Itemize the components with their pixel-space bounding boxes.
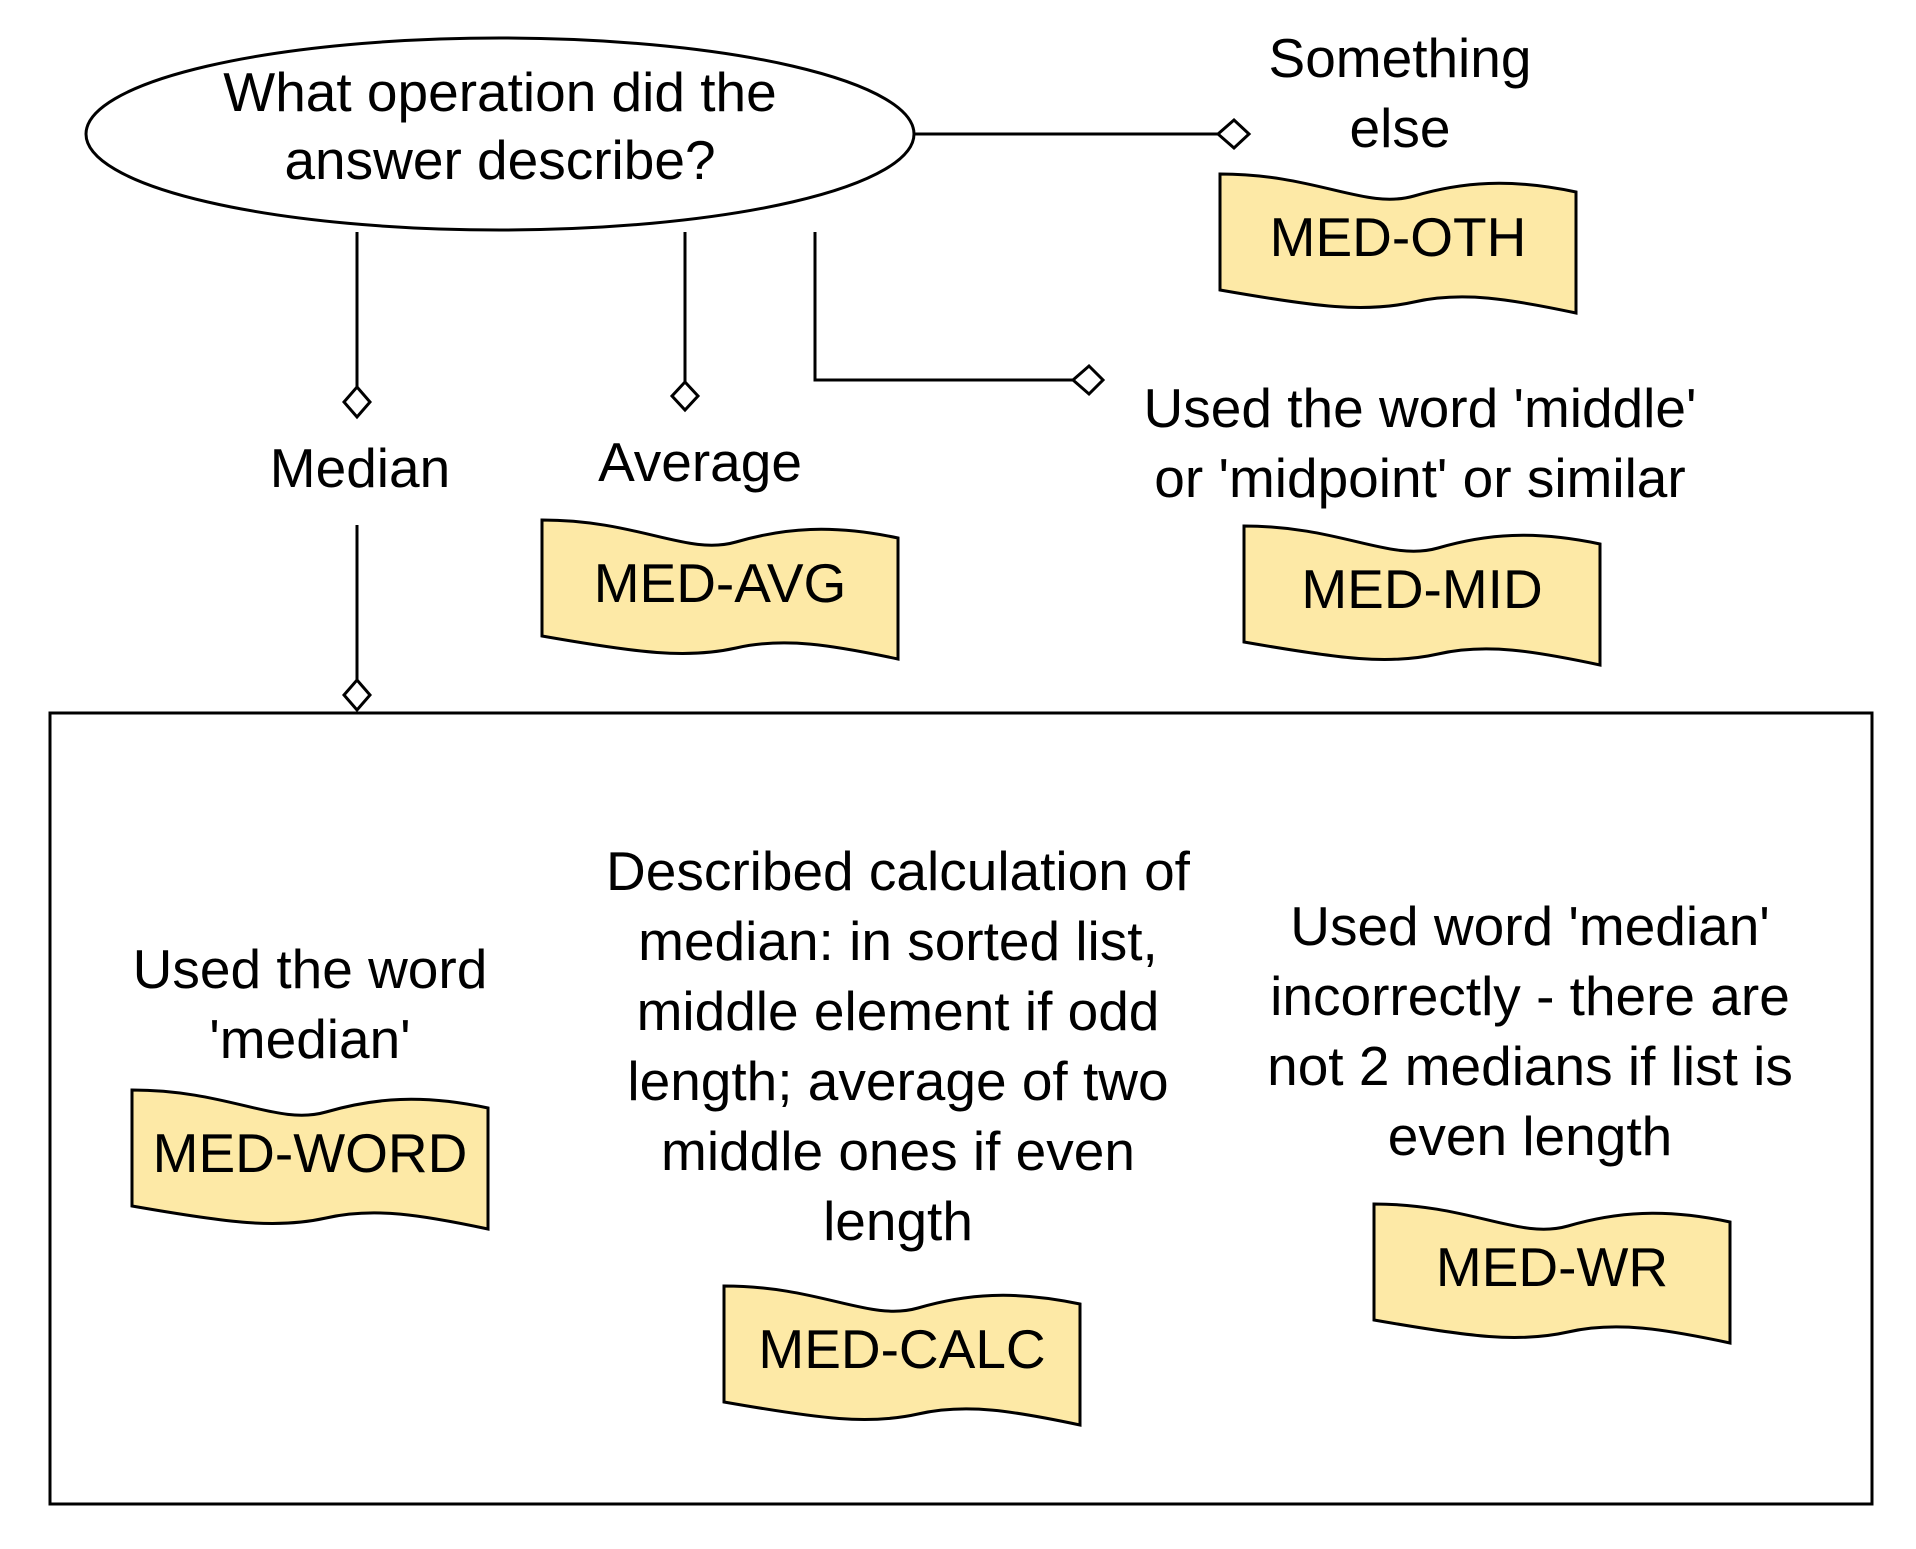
group-label-wrong-line: even length bbox=[1388, 1105, 1672, 1167]
arrow-diamond-other bbox=[1215, 117, 1252, 151]
arrow-diamond-group bbox=[342, 677, 372, 713]
code-tag-word: MED-WORD bbox=[130, 1088, 490, 1231]
group-label-calc-line: length; average of two bbox=[627, 1050, 1168, 1112]
group-label-wrong-line: incorrectly - there are bbox=[1270, 965, 1790, 1027]
question-text-line: What operation did the bbox=[223, 61, 776, 123]
code-tag-word-shape bbox=[130, 1088, 490, 1231]
branch-label-median-line: Median bbox=[270, 437, 450, 499]
code-tag-wrong-shape bbox=[1372, 1202, 1732, 1345]
code-tag-calc-text: MED-CALC bbox=[758, 1318, 1045, 1380]
code-tag-word-text: MED-WORD bbox=[153, 1122, 468, 1184]
group-label-calc-line: Described calculation of bbox=[606, 840, 1191, 902]
code-tag-middle-shape bbox=[1242, 524, 1602, 667]
arrow-diamond-average bbox=[669, 379, 701, 413]
group-label-calc: Described calculation of median: in sorte… bbox=[606, 840, 1191, 1252]
code-tag-average-text: MED-AVG bbox=[594, 552, 847, 614]
group-label-wrong-line: Used word 'median' bbox=[1290, 895, 1770, 957]
code-tag-average: MED-AVG bbox=[540, 518, 900, 661]
code-tag-other-text: MED-OTH bbox=[1270, 206, 1527, 268]
branch-label-median: Median bbox=[270, 437, 450, 499]
group-label-calc-line: middle ones if even bbox=[661, 1120, 1135, 1182]
code-tag-other-shape bbox=[1218, 172, 1578, 315]
group-label-calc-line: middle element if odd bbox=[637, 980, 1160, 1042]
group-label-wrong: Used word 'median' incorrectly - there ar… bbox=[1267, 895, 1793, 1167]
branch-label-other: Something else bbox=[1269, 27, 1532, 159]
branch-label-average-line: Average bbox=[598, 431, 802, 493]
edge-to-middle bbox=[813, 232, 1073, 382]
group-label-calc-line: length bbox=[823, 1190, 973, 1252]
group-label-word-line: 'median' bbox=[209, 1008, 410, 1070]
group-label-word: Used the word 'median' bbox=[133, 938, 488, 1070]
branch-label-middle-line: or 'midpoint' or similar bbox=[1154, 447, 1685, 509]
code-tag-other: MED-OTH bbox=[1218, 172, 1578, 315]
arrow-diamond-median bbox=[342, 384, 372, 420]
branch-label-other-line: else bbox=[1350, 97, 1451, 159]
group-label-word-line: Used the word bbox=[133, 938, 488, 1000]
code-tag-average-shape bbox=[540, 518, 900, 661]
branch-label-middle: Used the word 'middle' or 'midpoint' or s… bbox=[1144, 377, 1697, 509]
group-label-wrong-line: not 2 medians if list is bbox=[1267, 1035, 1793, 1097]
arrow-diamond-middle bbox=[1070, 363, 1106, 397]
code-tag-wrong-text: MED-WR bbox=[1436, 1236, 1668, 1298]
group-label-calc-line: median: in sorted list, bbox=[638, 910, 1158, 972]
code-tag-calc: MED-CALC bbox=[722, 1284, 1082, 1427]
median-group-box bbox=[48, 711, 1874, 1506]
branch-label-middle-line: Used the word 'middle' bbox=[1144, 377, 1697, 439]
code-tag-middle-text: MED-MID bbox=[1301, 558, 1542, 620]
code-tag-middle: MED-MID bbox=[1242, 524, 1602, 667]
code-tag-calc-shape bbox=[722, 1284, 1082, 1427]
question-text-line: answer describe? bbox=[284, 129, 715, 191]
branch-label-other-line: Something bbox=[1269, 27, 1532, 89]
branch-label-average: Average bbox=[598, 431, 802, 493]
code-tag-wrong: MED-WR bbox=[1372, 1202, 1732, 1345]
